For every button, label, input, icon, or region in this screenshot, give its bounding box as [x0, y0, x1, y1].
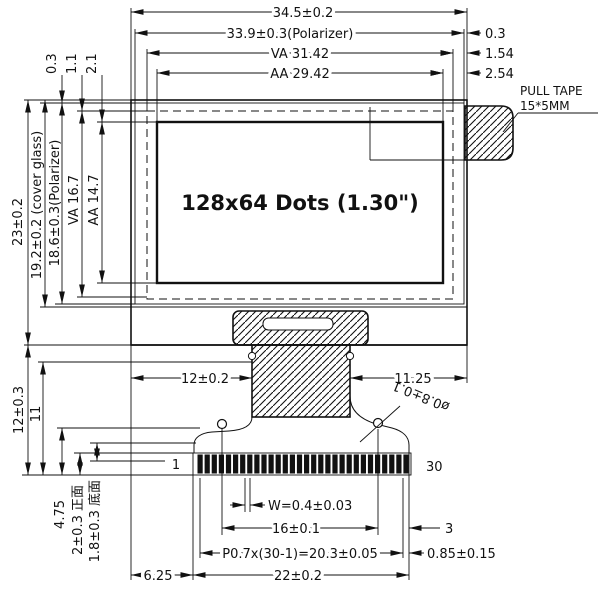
alignment-hole-right: [372, 417, 384, 429]
dim-625: 6.25: [131, 566, 193, 588]
tail-flare-left: [193, 416, 253, 453]
dim-right-03: 0.3: [467, 27, 506, 42]
dim-left-aa: AA 14.7: [87, 122, 105, 283]
svg-text:34.5±0.2: 34.5±0.2: [273, 6, 334, 21]
dim-tail-right: 11.25: [350, 369, 467, 391]
tail-notch-left: [247, 351, 257, 361]
connector-slot: [262, 317, 334, 331]
svg-text:3: 3: [445, 522, 453, 537]
svg-text:22±0.2: 22±0.2: [274, 569, 322, 584]
svg-text:0.3: 0.3: [485, 27, 506, 42]
svg-text:0.85±0.15: 0.85±0.15: [427, 547, 496, 562]
dim-left-gap11: 1.1: [65, 53, 85, 111]
top-dimensions: 34.5±0.2 33.9±0.3(Polarizer) VA 31.42 AA…: [130, 3, 514, 122]
svg-text:2.54: 2.54: [485, 67, 514, 82]
tail-notch-right: [345, 351, 355, 361]
svg-text:1.8±0.3 底面: 1.8±0.3 底面: [87, 480, 103, 562]
svg-text:2.1: 2.1: [85, 53, 100, 74]
dim-left-gap03: 0.3: [45, 53, 65, 103]
aa-outline: [155, 120, 445, 285]
dim-085: 0.85±0.15: [409, 547, 496, 562]
pull-tape: PULL TAPE 15*5MM: [369, 84, 598, 161]
pull-tape-label-1: PULL TAPE: [520, 84, 583, 98]
dim-left-cover-glass: 19.2±0.2 (cover glass): [30, 100, 48, 307]
svg-text:33.9±0.3(Polarizer): 33.9±0.3(Polarizer): [227, 27, 354, 42]
left-dimensions: 0.3 1.1 2.1 19.2±0.2 (cover glass) 18.6±…: [11, 53, 157, 346]
dim-top-va: VA 31.42: [147, 44, 453, 66]
svg-text:16±0.1: 16±0.1: [272, 522, 320, 537]
dim-left-overall: 23±0.2: [11, 100, 31, 345]
cover-glass-outline: [130, 99, 468, 346]
svg-text:VA 16.7: VA 16.7: [67, 175, 82, 225]
svg-text:AA 14.7: AA 14.7: [87, 174, 102, 225]
svg-text:11.25: 11.25: [394, 372, 431, 387]
svg-text:VA 31.42: VA 31.42: [271, 47, 329, 62]
alignment-hole-left: [216, 418, 228, 430]
dim-pin-width: W=0.4±0.03: [230, 499, 352, 514]
tape-hatched-tab: [464, 105, 514, 161]
dim-left-va: VA 16.7: [67, 111, 85, 297]
dim-fold-overall: 12±0.3: [12, 345, 31, 475]
svg-text:1.54: 1.54: [485, 47, 514, 62]
dim-left-polarizer: 18.6±0.3(Polarizer): [48, 103, 65, 304]
svg-text:W=0.4±0.03: W=0.4±0.03: [268, 499, 352, 514]
svg-text:19.2±0.2 (cover glass): 19.2±0.2 (cover glass): [30, 131, 45, 279]
pull-tape-label-2: 15*5MM: [520, 99, 570, 113]
dim-top-polarizer: 33.9±0.3(Polarizer): [135, 24, 464, 46]
tail-flare-right: [349, 395, 410, 453]
pin-contacts: [197, 454, 409, 474]
svg-text:AA 29.42: AA 29.42: [270, 67, 330, 82]
svg-text:0.3: 0.3: [45, 53, 60, 74]
tail-hatched: [251, 344, 351, 418]
dim-pitch: P0.7x(30-1)=20.3±0.05: [200, 544, 403, 566]
dim-2-front: 2±0.3 正面: [71, 453, 86, 555]
pin-dimensions: W=0.4±0.03 16±0.1 3 P0.7x(30-1)=20.3±0.0…: [131, 429, 496, 588]
dim-16: 16±0.1: [222, 519, 378, 541]
dim-22: 22±0.2: [193, 566, 409, 588]
dim-top-aa: AA 29.42: [157, 64, 443, 86]
module-outline: 128x64 Dots (1.30"): [130, 99, 468, 346]
dim-hole: ø0.8±0.1: [359, 377, 452, 443]
tape-leader: [502, 112, 519, 133]
dim-top-overall: 34.5±0.2: [131, 3, 467, 25]
dim-fold-upper: 11: [29, 362, 46, 475]
svg-text:1.1: 1.1: [65, 53, 80, 74]
polarizer-outline: [134, 102, 465, 305]
display-size-label: 128x64 Dots (1.30"): [181, 191, 419, 215]
dim-475: 4.75: [53, 428, 68, 529]
fpc-connector: [131, 310, 467, 453]
dim-tail-left: 12±0.2: [131, 369, 252, 391]
svg-text:11: 11: [29, 406, 44, 423]
svg-text:18.6±0.3(Polarizer): 18.6±0.3(Polarizer): [48, 140, 63, 267]
svg-text:4.75: 4.75: [53, 500, 68, 529]
dim-right-154: 1.54: [440, 47, 514, 62]
svg-text:P0.7x(30-1)=20.3±0.05: P0.7x(30-1)=20.3±0.05: [222, 547, 378, 562]
pin-band-outline: [192, 452, 412, 476]
dim-18-bottom: 1.8±0.3 底面: [87, 443, 103, 562]
svg-text:23±0.2: 23±0.2: [11, 198, 26, 246]
svg-text:12±0.2: 12±0.2: [181, 372, 229, 387]
svg-text:2±0.3 正面: 2±0.3 正面: [71, 485, 86, 555]
pin-row: 1 30: [172, 452, 443, 476]
svg-text:6.25: 6.25: [144, 569, 173, 584]
svg-text:12±0.3: 12±0.3: [12, 386, 27, 434]
pin-label-1: 1: [172, 458, 180, 473]
dim-3: 3: [409, 522, 453, 537]
dim-right-254: 2.54: [430, 67, 514, 82]
dim-left-gap21: 2.1: [85, 53, 105, 122]
pin-label-30: 30: [426, 460, 443, 475]
